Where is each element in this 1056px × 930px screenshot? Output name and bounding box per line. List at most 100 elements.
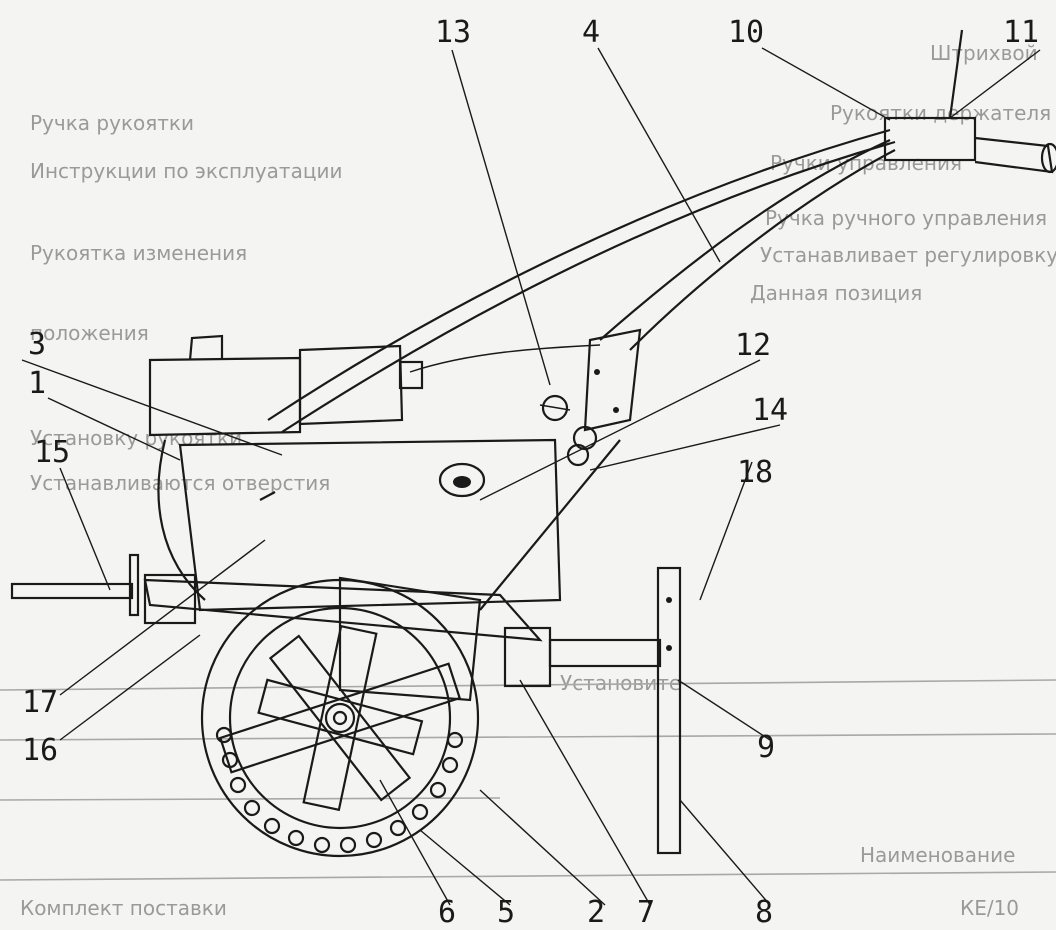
front-bracket — [143, 573, 197, 625]
engine-cowl — [157, 439, 206, 601]
leader-lines — [21, 47, 1041, 906]
leader-5 — [419, 829, 511, 906]
leader-2 — [479, 789, 606, 906]
leader-13 — [451, 49, 551, 386]
handle-bracket-plate — [583, 328, 642, 432]
adjust-knob-lower — [566, 443, 590, 467]
fuel-cap — [188, 334, 224, 361]
leader-12 — [479, 359, 761, 501]
control-cable — [409, 344, 601, 373]
handle-bar-lower — [281, 140, 896, 433]
leader-14 — [589, 424, 781, 471]
leader-6 — [379, 779, 451, 906]
rim-holes — [215, 726, 464, 854]
callout-1: 1 — [28, 366, 46, 401]
callout-15: 15 — [34, 435, 70, 470]
throttle-lever — [948, 29, 964, 119]
bleed-text: Данная позиция — [750, 281, 922, 305]
callout-7: 7 — [637, 895, 655, 930]
leader-1 — [47, 397, 181, 461]
tine-blade — [268, 634, 412, 802]
fuel-tank — [148, 356, 302, 437]
rotor-hub — [324, 702, 356, 734]
depth-stop-blade — [656, 566, 682, 855]
front-hitch-rod — [10, 582, 134, 600]
leader-17 — [59, 539, 266, 696]
callout-4: 4 — [582, 15, 600, 50]
bleed-text: Комплект поставки — [20, 896, 227, 920]
bleed-text: Устанавливает регулировку — [760, 243, 1056, 267]
rear-hitch-bar — [548, 638, 662, 668]
callout-6: 6 — [438, 895, 456, 930]
leader-8 — [679, 799, 771, 906]
bleed-through-layer: Штрихвой Рукоятки держателя Ручки управл… — [0, 41, 1056, 920]
callout-8: 8 — [755, 895, 773, 930]
leader-3 — [21, 359, 283, 456]
bolt-hole — [613, 407, 619, 413]
bleed-text: Устанавливаются отверстия — [30, 471, 330, 495]
bleed-text: Ручка ручного управления — [765, 206, 1047, 230]
bolt-hole — [594, 369, 600, 375]
gearbox — [338, 576, 482, 702]
callout-3: 3 — [28, 327, 46, 362]
leader-18 — [699, 461, 753, 601]
callout-12: 12 — [735, 328, 771, 363]
callout-2: 2 — [587, 895, 605, 930]
rotor-axle — [332, 710, 348, 726]
engine-assembly — [148, 334, 562, 612]
frame-beam — [143, 578, 543, 642]
bleed-rule — [0, 797, 501, 801]
callout-labels: 1 2 3 4 5 6 7 8 9 10 11 12 13 14 15 16 1… — [22, 15, 1039, 930]
filter-cap — [398, 360, 424, 390]
tine-blade — [302, 624, 378, 812]
handle-bar-upper — [267, 128, 891, 421]
bleed-text: Штрихвой — [930, 41, 1038, 65]
leader-9 — [677, 679, 771, 741]
rotor-assembly — [200, 578, 480, 858]
engine-emblem — [438, 462, 486, 498]
leader-7 — [519, 679, 651, 906]
leader-16 — [59, 634, 201, 741]
bleed-text: положения — [30, 321, 149, 345]
leader-11 — [949, 49, 1041, 119]
hitch-plate — [128, 553, 140, 617]
bleed-text: Установку рукоятки — [30, 426, 242, 450]
bleed-text: Рукоятки держателя — [830, 101, 1051, 125]
handle-grip — [974, 136, 1054, 174]
engine-clip — [259, 491, 276, 501]
grip-end — [1040, 142, 1056, 174]
callout-9: 9 — [757, 730, 775, 765]
callout-5: 5 — [497, 895, 515, 930]
bleed-rule — [0, 871, 1056, 881]
rotor-disk-inner — [228, 606, 452, 830]
leader-4 — [597, 47, 721, 263]
tine-blade — [257, 678, 424, 756]
callout-17: 17 — [22, 685, 58, 720]
handle-stem — [599, 138, 891, 341]
bleed-text: Наименование — [860, 843, 1015, 867]
engine-emblem-mark — [453, 476, 471, 488]
rotor-disk-outer — [200, 578, 480, 858]
handle-stem-inner — [629, 149, 896, 351]
callout-14: 14 — [752, 393, 788, 428]
bleed-text: КЕ/10 — [960, 896, 1019, 920]
air-filter-housing — [298, 344, 404, 426]
bleed-text: Рукоятка изменения — [30, 241, 247, 265]
bleed-text: Ручка рукоятки — [30, 111, 194, 135]
leader-10 — [761, 47, 891, 121]
handlebar-assembly — [267, 29, 1056, 467]
bleed-rule — [0, 733, 1056, 741]
bolt-hole — [666, 597, 672, 603]
callout-11: 11 — [1003, 15, 1039, 50]
callout-18: 18 — [737, 455, 773, 490]
depth-knob — [572, 425, 598, 451]
callout-16: 16 — [22, 733, 58, 768]
engine-block — [178, 438, 562, 612]
leader-15 — [59, 467, 111, 591]
adjust-knob-upper — [541, 394, 569, 422]
tine-set — [218, 624, 462, 812]
bleed-text: Инструкции по эксплуатации — [30, 159, 342, 183]
callout-13: 13 — [435, 15, 471, 50]
knob-bolt — [539, 404, 571, 411]
